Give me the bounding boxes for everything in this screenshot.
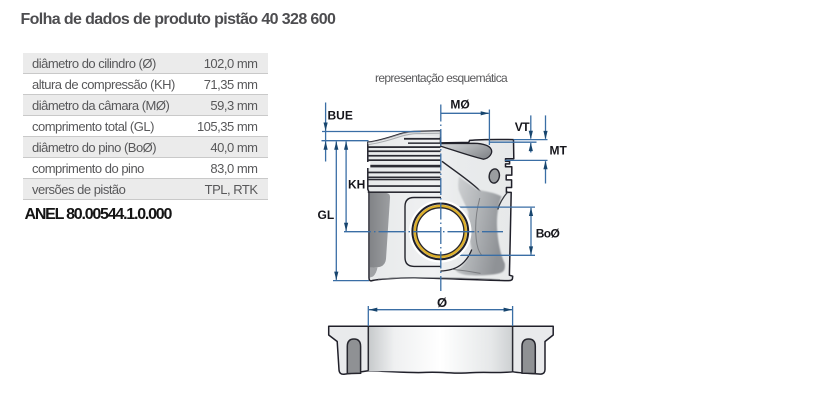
svg-text:BoØ: BoØ [536, 227, 560, 241]
svg-text:MØ: MØ [450, 97, 469, 111]
svg-text:BUE: BUE [328, 109, 353, 123]
svg-text:VT: VT [515, 120, 531, 134]
svg-text:GL: GL [318, 208, 335, 222]
svg-text:KH: KH [348, 177, 365, 191]
svg-text:Ø: Ø [437, 295, 447, 310]
svg-text:MT: MT [550, 144, 568, 158]
